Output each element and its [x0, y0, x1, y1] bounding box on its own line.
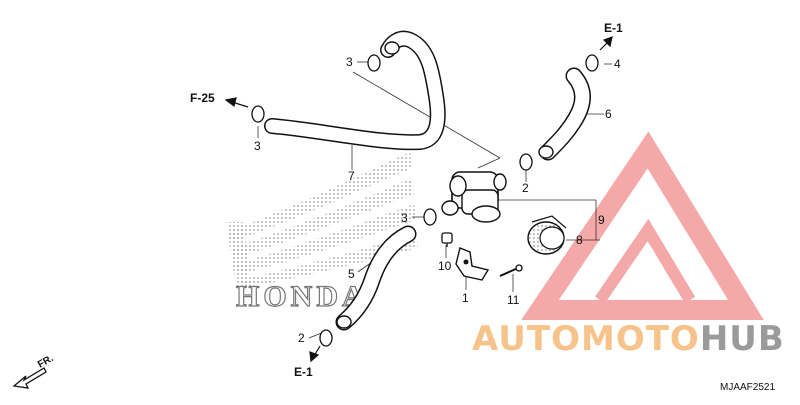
callout-3a: 3 [346, 55, 353, 69]
callout-3b: 3 [254, 139, 261, 153]
direction-arrows [224, 36, 613, 363]
clamp-3-left [251, 105, 265, 123]
leader-lines [257, 61, 612, 339]
air-injection-valve[interactable] [441, 171, 507, 223]
clamp-2-upper [519, 153, 533, 171]
callout-2a: 2 [522, 181, 529, 195]
callout-9: 9 [598, 213, 605, 227]
callout-4: 4 [614, 57, 621, 71]
bolt-10[interactable] [441, 232, 453, 247]
screw-11[interactable] [499, 264, 523, 277]
honda-wing-logo: HONDA [226, 152, 418, 314]
front-direction-icon: FR. [12, 353, 56, 389]
hose-clamps[interactable] [251, 54, 599, 347]
ref-e1-top: E-1 [604, 21, 623, 35]
callout-2b: 2 [298, 331, 305, 345]
callout-1: 1 [462, 291, 469, 305]
clamp-2-lower [319, 329, 333, 347]
callout-7: 7 [348, 169, 355, 183]
hose-7[interactable] [264, 30, 446, 151]
direction-label: FR. [36, 353, 56, 371]
callout-5: 5 [348, 267, 355, 281]
watermark-text: AUTOMOTOHUB [472, 319, 785, 359]
valve-cover-8[interactable] [527, 215, 567, 255]
hose-6[interactable] [538, 67, 591, 161]
clamp-4 [585, 54, 599, 72]
hose-5[interactable] [335, 225, 417, 331]
callout-10: 10 [438, 259, 452, 273]
ref-e1-bottom: E-1 [294, 365, 313, 379]
bracket-1[interactable] [455, 247, 490, 281]
ref-f25: F-25 [190, 91, 215, 105]
watermark-triangle-icon [521, 131, 764, 320]
clamp-3-mid [423, 208, 437, 226]
callouts: 3 3 7 4 6 2 9 8 3 10 5 1 11 2 [254, 55, 621, 345]
diagram-code: MJAAF2521 [720, 382, 775, 393]
callout-11: 11 [507, 293, 520, 307]
honda-brand-text: HONDA [236, 280, 368, 313]
callout-6: 6 [605, 107, 612, 121]
callout-3c: 3 [401, 211, 408, 225]
svg-text:AUTOMOTOHUB: AUTOMOTOHUB [472, 319, 785, 359]
clamp-3-top [367, 54, 381, 72]
callout-8: 8 [576, 233, 583, 247]
